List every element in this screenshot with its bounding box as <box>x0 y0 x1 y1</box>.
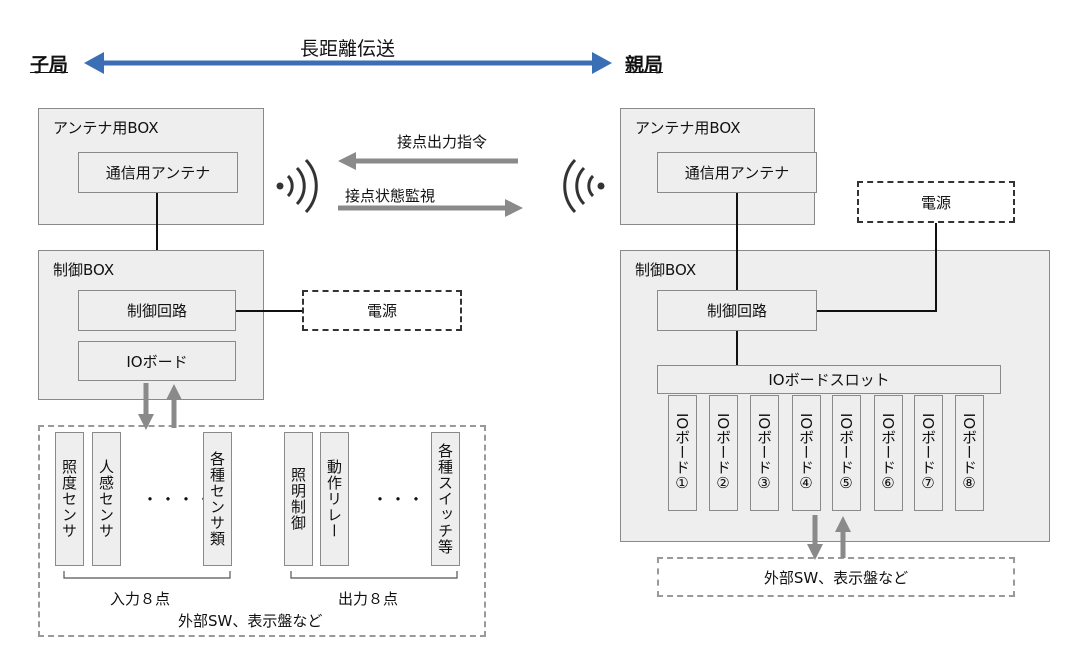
parent-power-connector <box>817 223 937 312</box>
long-distance-arrow <box>84 52 612 74</box>
output-ellipsis: ・・・・ <box>372 490 445 509</box>
contact-status-monitor-arrow <box>338 199 523 217</box>
contact-output-command-label: 接点出力指令 <box>397 133 488 151</box>
input-count-label: 入力８点 <box>110 590 171 608</box>
contact-output-command-arrow <box>338 152 518 170</box>
child-control-circuit: 制御回路 <box>78 290 236 331</box>
io-board-2: IOボード② <box>709 395 738 511</box>
child-io-board: IOボード <box>78 341 236 381</box>
child-control-box-title: 制御BOX <box>53 261 115 279</box>
input-item-illuminance-sensor: 照度センサ <box>55 432 84 566</box>
input-ellipsis: ・・・・ <box>142 490 215 509</box>
child-antenna: 通信用アンテナ <box>78 152 238 193</box>
parent-control-box-title: 制御BOX <box>635 261 697 279</box>
child-external-caption: 外部SW、表示盤など <box>178 612 323 630</box>
parent-antenna-box-title: アンテナ用BOX <box>635 119 741 137</box>
child-io-up-arrow <box>166 384 182 428</box>
parent-station-label: 親局 <box>625 54 664 76</box>
io-board-slot: IOボードスロット <box>657 365 1001 394</box>
long-distance-label: 長距離伝送 <box>300 38 396 60</box>
input-bracket <box>63 571 231 579</box>
output-item-various-switches: 各種スイッチ等 <box>431 432 460 566</box>
io-board-3: IOボード③ <box>750 395 779 511</box>
child-station-label: 子局 <box>30 54 69 76</box>
parent-control-circuit: 制御回路 <box>657 290 817 331</box>
io-board-6: IOボード⑥ <box>874 395 903 511</box>
contact-status-monitor-label: 接点状態監視 <box>345 187 436 205</box>
parent-external-area: 外部SW、表示盤など <box>657 557 1015 597</box>
parent-io-down-arrow <box>807 515 823 560</box>
parent-antenna: 通信用アンテナ <box>657 152 817 193</box>
io-board-8: IOボード⑧ <box>955 395 984 511</box>
io-board-4: IOボード④ <box>792 395 821 511</box>
output-count-label: 出力８点 <box>338 590 399 608</box>
input-item-motion-sensor: 人感センサ <box>92 432 121 566</box>
output-item-operation-relay: 動作リレー <box>320 432 349 566</box>
io-board-7: IOボード⑦ <box>914 395 943 511</box>
parent-power: 電源 <box>857 181 1015 223</box>
parent-external-caption: 外部SW、表示盤など <box>763 568 909 587</box>
input-item-various-sensors: 各種センサ類 <box>203 432 232 566</box>
io-board-5: IOボード⑤ <box>832 395 861 511</box>
parent-io-up-arrow <box>835 516 851 558</box>
child-wireless-icon <box>276 158 318 214</box>
child-power: 電源 <box>302 290 462 331</box>
output-bracket <box>290 571 458 579</box>
parent-wireless-icon <box>563 158 605 214</box>
io-board-1: IOボード① <box>668 395 697 511</box>
child-antenna-box-title: アンテナ用BOX <box>53 119 159 137</box>
child-io-down-arrow <box>138 383 154 430</box>
output-item-lighting-control: 照明制御 <box>284 432 313 566</box>
